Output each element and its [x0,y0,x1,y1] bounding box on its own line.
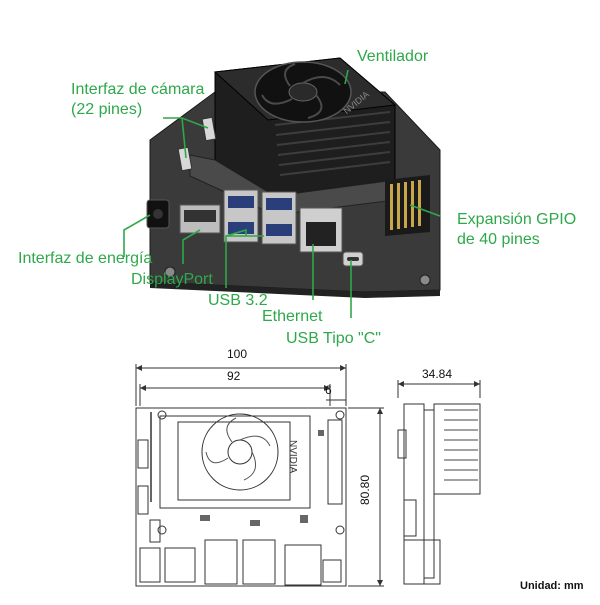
leader-displayport [182,229,201,264]
label-camera-line1: Interfaz de cámara [71,81,205,98]
label-displayport: DisplayPort [131,271,213,288]
dim-depth: 34.84 [422,367,453,381]
dim-width-total: 100 [227,347,248,361]
technical-drawing: NVIDIA [135,364,481,587]
camera-connector-2 [177,146,193,172]
fan-outline [201,413,279,491]
dim-offset: 6 [325,383,332,397]
drawing-brand: NVIDIA [287,440,298,474]
label-gpio-line2: de 40 pines [457,231,540,248]
leader-usb32 [225,228,247,288]
label-power: Interfaz de energía [18,250,153,267]
camera-connector-1 [201,116,217,142]
label-fan: Ventilador [357,48,429,65]
leader-gpio [409,204,441,217]
board-illustration: NVIDIA [123,57,441,318]
top-view-outline [135,407,347,587]
label-usbc: USB Tipo "C" [286,330,381,347]
label-ethernet: Ethernet [262,308,323,325]
leader-power [123,214,151,257]
label-usb32: USB 3.2 [208,292,268,309]
leader-fan [344,69,349,85]
dim-height: 80.80 [358,474,372,505]
label-gpio-line1: Expansión GPIO [457,211,577,228]
unit-note: Unidad: mm [520,580,584,592]
gpio-header [385,175,430,236]
side-view-outline [403,403,425,585]
dim-width-inner: 92 [227,369,241,383]
label-camera-line2: (22 pines) [71,101,143,118]
